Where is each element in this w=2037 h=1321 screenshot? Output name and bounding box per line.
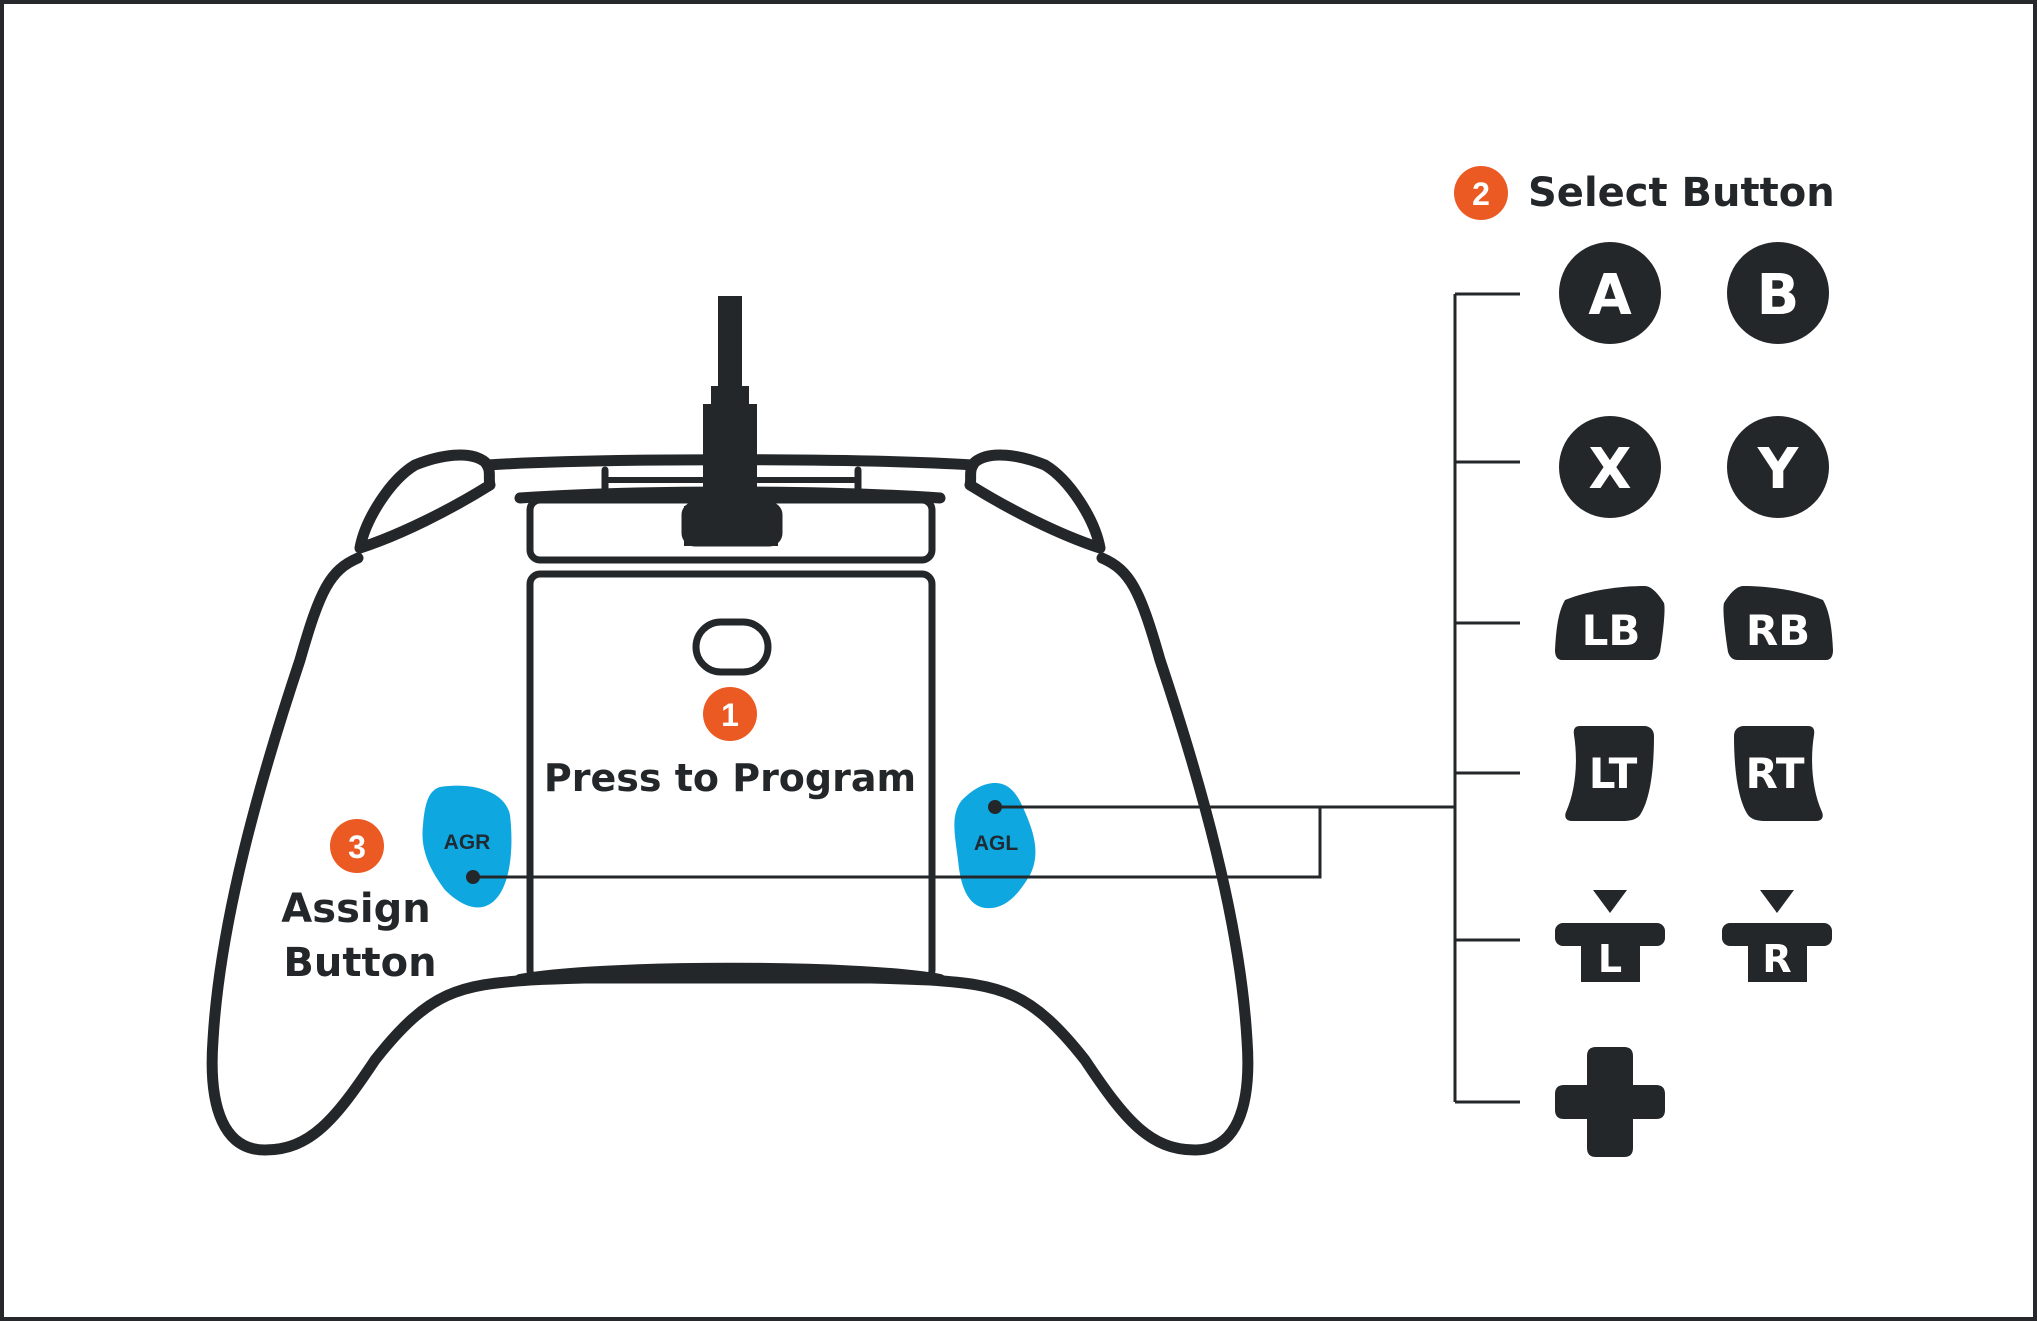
l-stick-shaft [1581, 935, 1640, 982]
step-3-badge [330, 819, 384, 873]
agr-label: AGR [444, 831, 491, 854]
step-3-label-line2: Button [283, 940, 436, 986]
controller-bottom-bridge [514, 962, 946, 986]
step-3-number: 3 [348, 829, 366, 865]
button-rt[interactable]: RT [1734, 726, 1823, 821]
step-2-badge [1454, 166, 1508, 220]
step-1-label: Press to Program [544, 756, 916, 800]
button-rb[interactable]: RB [1723, 586, 1833, 660]
button-y-label: Y [1757, 437, 1800, 502]
button-lb[interactable]: LB [1555, 586, 1665, 660]
l-stick-arrow-icon [1593, 890, 1627, 913]
step-1-badge [703, 687, 757, 741]
button-l-stick[interactable]: L [1555, 890, 1665, 982]
button-lt-shape [1565, 726, 1654, 821]
left-shoulder [354, 449, 496, 554]
button-rb-shape [1723, 586, 1833, 660]
button-y-shape [1727, 416, 1829, 518]
button-r-stick[interactable]: R [1722, 890, 1832, 982]
button-rb-label: RB [1746, 606, 1810, 655]
r-stick-shaft [1748, 935, 1807, 982]
button-a-label: A [1588, 263, 1632, 328]
dpad-icon [1555, 1047, 1665, 1157]
button-lt-label: LT [1589, 749, 1638, 798]
agl-label: AGL [974, 832, 1019, 855]
button-x[interactable]: X [1559, 416, 1661, 518]
step-2-label: Select Button [1528, 170, 1835, 216]
button-b[interactable]: B [1727, 242, 1829, 344]
button-dpad[interactable] [1555, 1047, 1665, 1157]
button-lt[interactable]: LT [1565, 726, 1654, 821]
button-lb-label: LB [1582, 606, 1641, 655]
step-2-number: 2 [1472, 176, 1490, 212]
button-l-stick-label: L [1598, 937, 1622, 981]
usb-port [681, 501, 783, 547]
button-b-shape [1727, 242, 1829, 344]
step-1-number: 1 [721, 697, 739, 733]
connector-lines [473, 292, 1520, 1104]
controller-body [206, 449, 1254, 1156]
button-r-stick-label: R [1762, 937, 1791, 981]
right-shoulder [964, 449, 1106, 554]
button-x-label: X [1588, 437, 1631, 502]
button-a-shape [1559, 242, 1661, 344]
program-button[interactable] [692, 618, 772, 676]
usb-cable [681, 296, 783, 547]
button-y[interactable]: Y [1727, 416, 1829, 518]
controller-outline [206, 552, 1254, 1156]
button-a[interactable]: A [1559, 242, 1661, 344]
r-stick-arrow-icon [1760, 890, 1794, 913]
button-b-label: B [1757, 263, 1800, 328]
button-lb-shape [1555, 586, 1665, 660]
button-x-shape [1559, 416, 1661, 518]
button-rt-shape [1734, 726, 1823, 821]
step-3-label-line1: Assign [281, 886, 430, 932]
program-panel [526, 570, 936, 984]
button-rt-label: RT [1745, 749, 1804, 798]
